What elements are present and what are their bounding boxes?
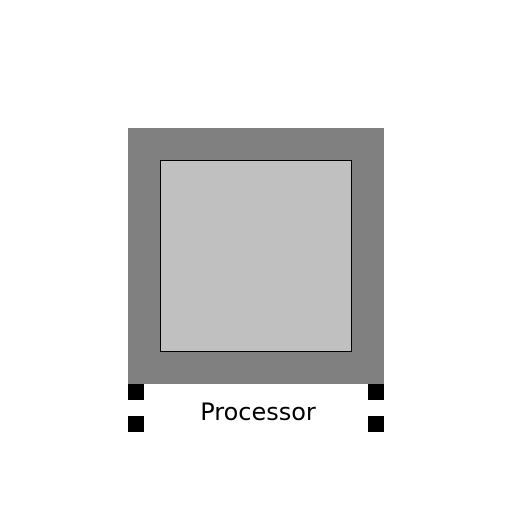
processor-pin-left-top [128, 384, 144, 400]
processor-pin-left-bottom [128, 416, 144, 432]
processor-label: Processor [200, 398, 316, 426]
processor-die [160, 160, 352, 352]
processor-pin-right-bottom [368, 416, 384, 432]
processor-pin-right-top [368, 384, 384, 400]
